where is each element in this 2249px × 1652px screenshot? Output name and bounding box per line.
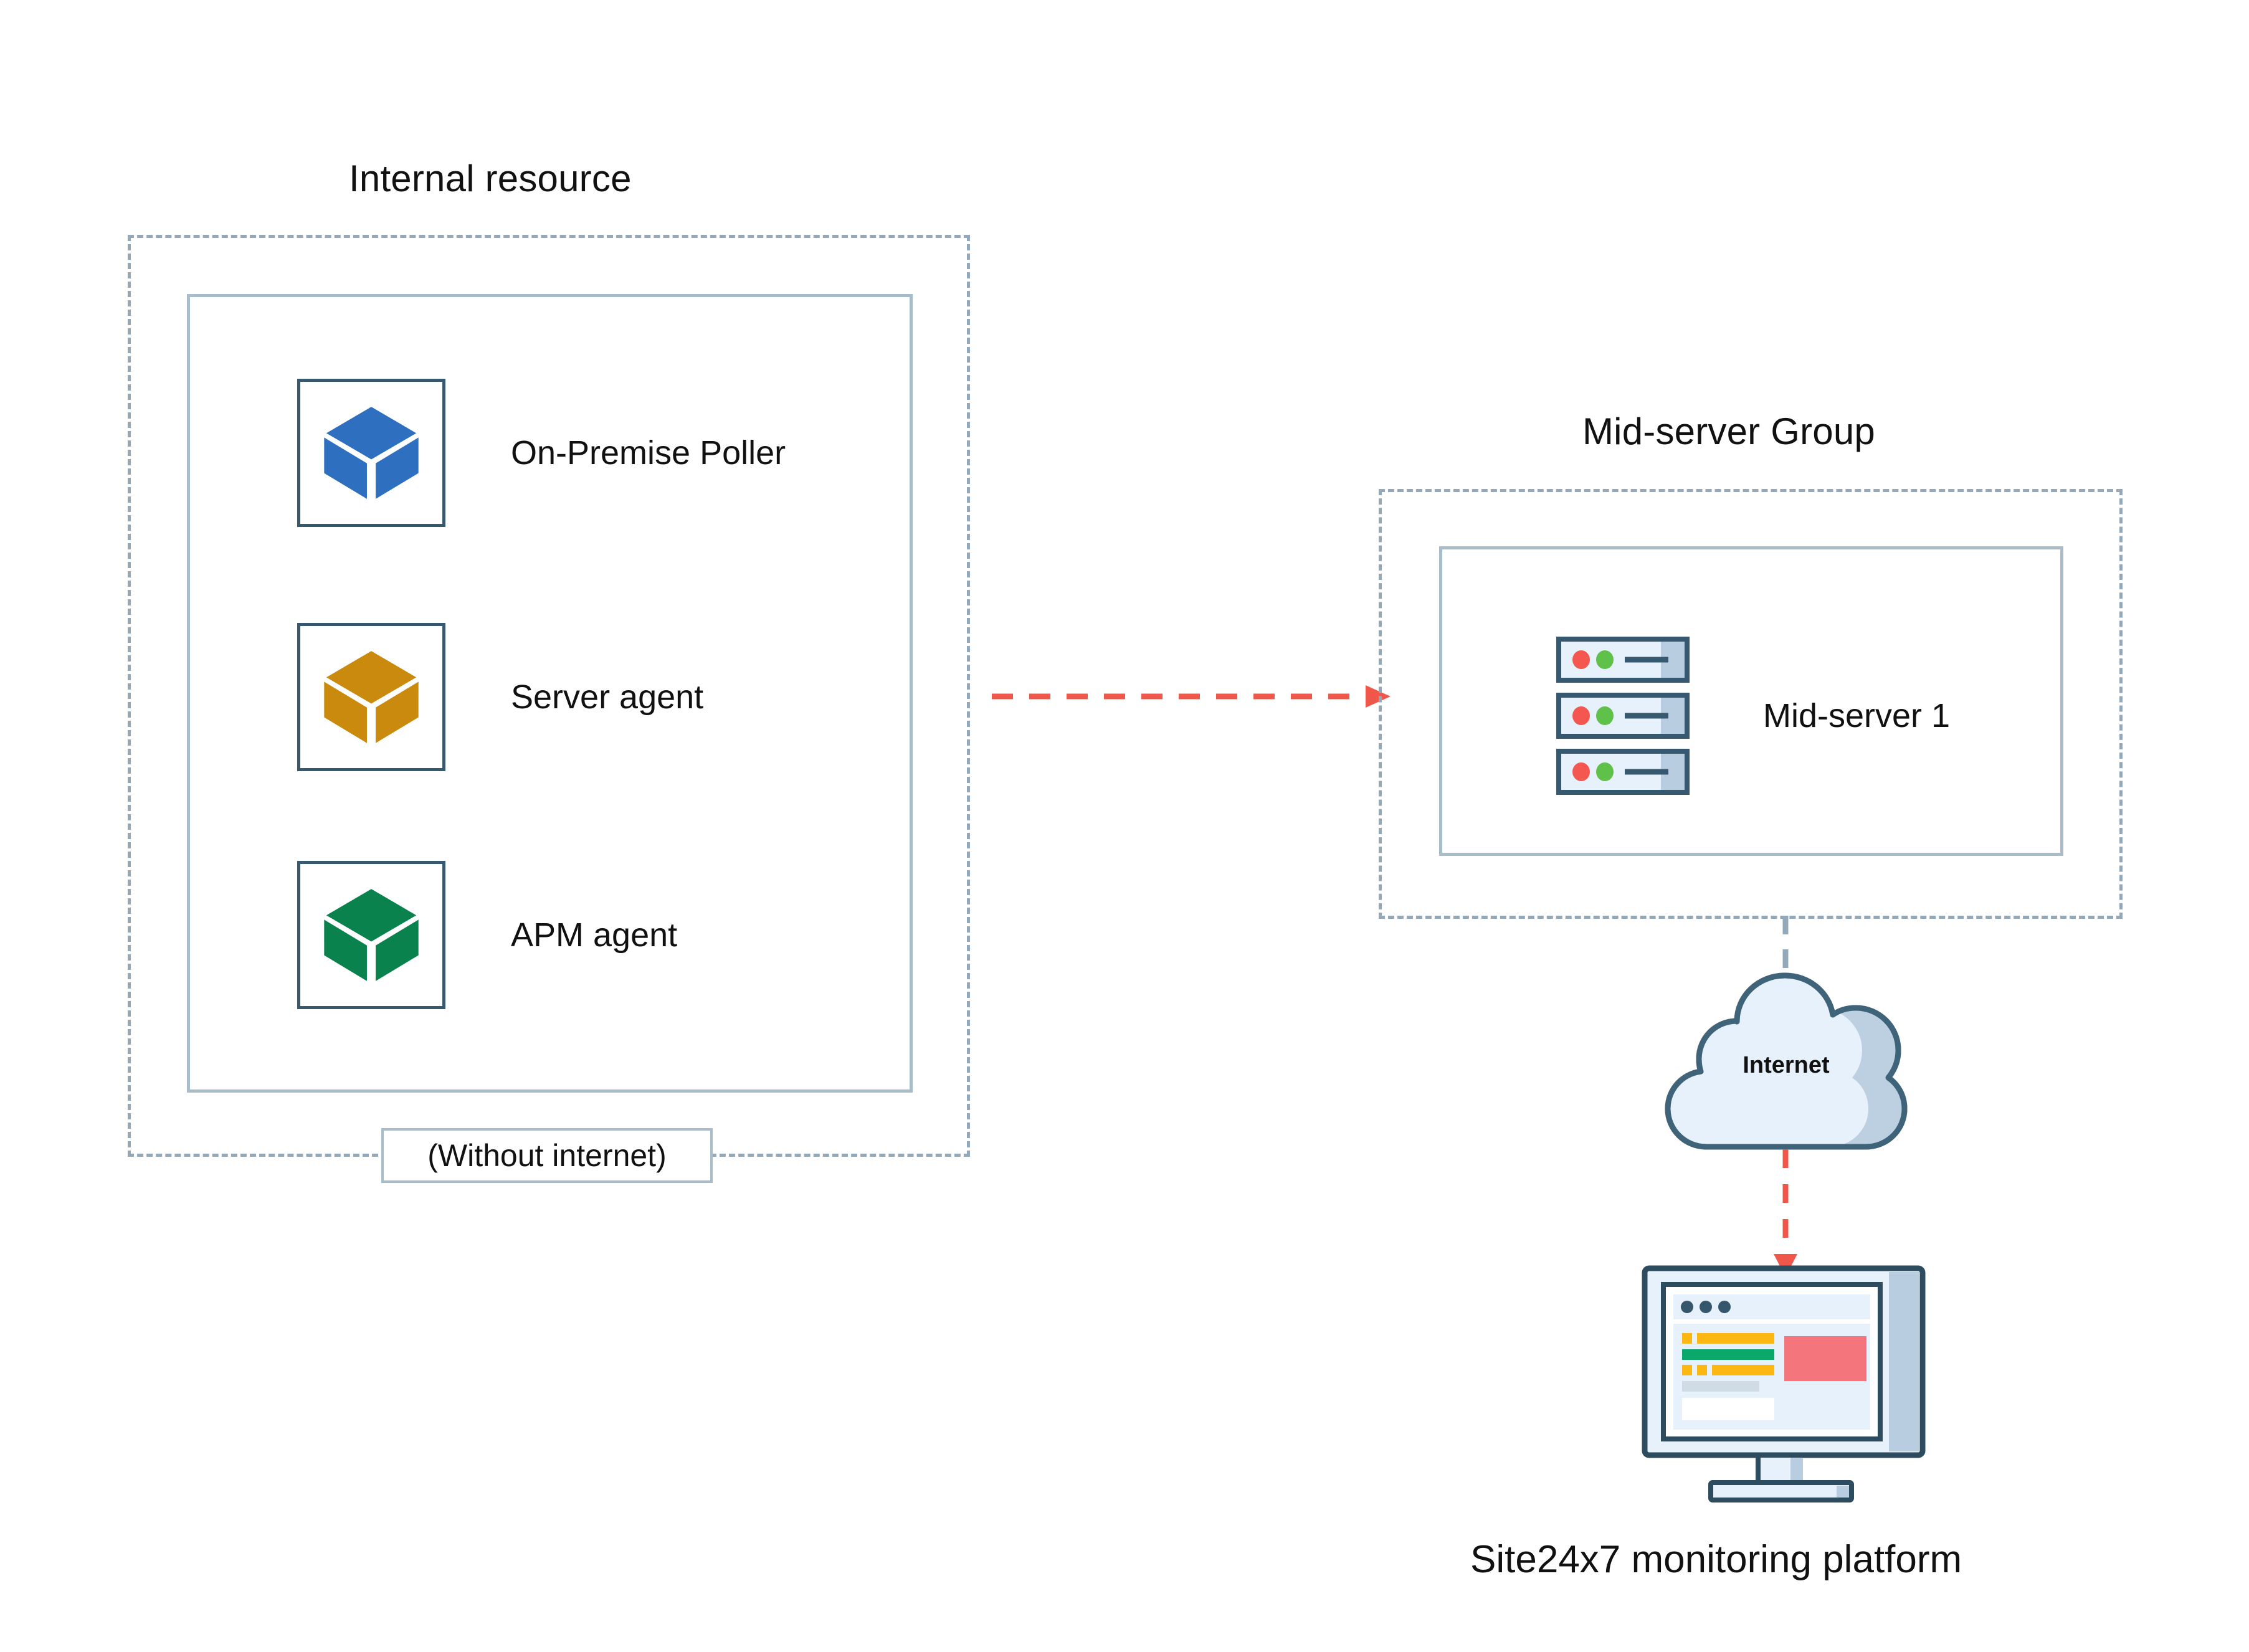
connector-midserver-to-cloud-line [1782, 916, 1789, 985]
mid-server-group-title: Mid-server Group [1582, 411, 1875, 452]
platform-caption: Site24x7 monitoring platform [1470, 1538, 1962, 1581]
agent-icon-frame [297, 379, 445, 527]
agent-label: Server agent [511, 678, 704, 716]
mid-server-group-boundary [1379, 489, 2123, 919]
server-rack-icon [1556, 693, 1690, 739]
without-internet-chip: (Without internet) [381, 1128, 713, 1183]
cube-icon [324, 651, 419, 743]
monitor-screen-icon [1642, 1265, 1926, 1502]
agent-icon-frame [297, 861, 445, 1009]
agent-label: On-Premise Poller [511, 434, 786, 472]
server-rack-icon [1556, 637, 1690, 683]
agent-row[interactable]: On-Premise Poller [297, 379, 786, 527]
internal-resource-title: Internal resource [349, 158, 632, 199]
cube-icon [324, 407, 419, 499]
connector-internal-to-midserver-arrow [992, 685, 1391, 708]
mid-server-cluster[interactable]: Mid-server 1 [1556, 637, 1950, 795]
agent-row[interactable]: Server agent [297, 623, 703, 771]
agent-icon-frame [297, 623, 445, 771]
cube-icon [324, 889, 419, 981]
agent-label: APM agent [511, 916, 678, 954]
server-rack-icon [1556, 749, 1690, 795]
server-rack-stack [1556, 637, 1690, 795]
mid-server-group-panel [1439, 546, 2063, 856]
internet-cloud-icon [1665, 972, 1908, 1150]
mid-server-label: Mid-server 1 [1763, 697, 1951, 734]
agent-row[interactable]: APM agent [297, 861, 677, 1009]
